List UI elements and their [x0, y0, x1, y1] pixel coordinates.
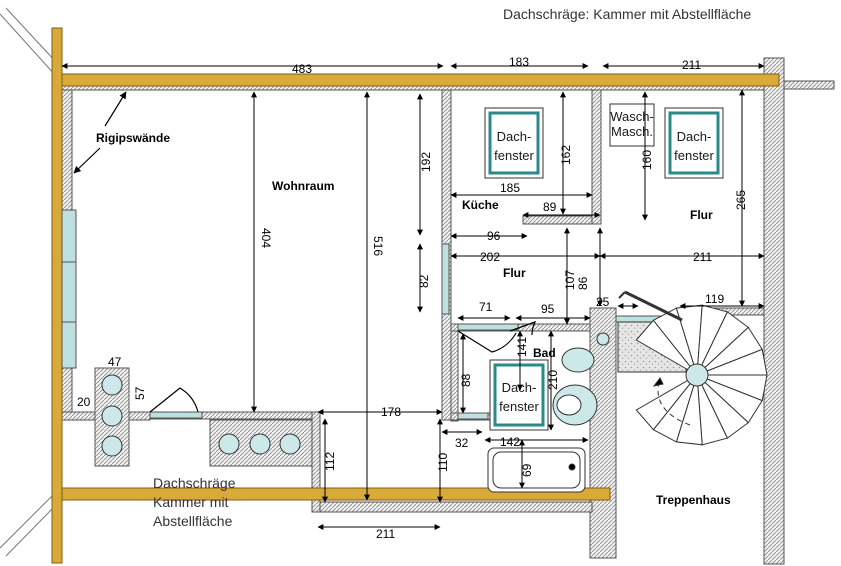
- dim-516: 516: [371, 236, 385, 256]
- dim-483: 483: [292, 62, 312, 76]
- dim-110: 110: [436, 453, 450, 472]
- dim-71: 71: [479, 300, 493, 314]
- washing-machine: Wasch- Masch.: [609, 103, 655, 147]
- bathroom-fixtures: [487, 332, 610, 493]
- skylight-kitchen: Dach- fenster: [484, 107, 544, 179]
- skylight-label-3a: Dach-: [502, 380, 537, 395]
- skylight-label-2a: Dach-: [677, 129, 712, 144]
- room-wohnraum: Wohnraum: [272, 179, 334, 193]
- room-labels: Wohnraum Küche Flur Flur Bad Treppenhaus…: [96, 131, 731, 507]
- dim-82: 82: [417, 274, 431, 288]
- door-swings: [149, 320, 537, 413]
- dim-95: 95: [541, 302, 555, 316]
- diagram-title: Dachschräge: Kammer mit Abstellfläche: [503, 6, 751, 22]
- dim-107: 107: [563, 270, 577, 290]
- dimension-lines: [61, 63, 765, 530]
- skylight-label-3b: fenster: [499, 399, 539, 414]
- label-rigipswaende: Rigipswände: [96, 131, 170, 145]
- kammer-line-3: Abstellfläche: [153, 513, 233, 529]
- windows: [61, 209, 681, 420]
- skylight-label-1a: Dach-: [497, 129, 532, 144]
- dim-25: 25: [596, 295, 610, 309]
- room-flur-right: Flur: [690, 208, 713, 222]
- dim-162: 162: [559, 145, 573, 165]
- kammer-line-1: Dachschräge: [153, 475, 236, 491]
- skylight-flur: Dach- fenster: [664, 107, 724, 179]
- roof-beam-top: [51, 73, 780, 87]
- chimney-bottom: [209, 419, 313, 467]
- dim-404: 404: [259, 228, 273, 248]
- dim-112: 112: [323, 452, 337, 471]
- dim-57: 57: [133, 386, 147, 400]
- dim-183: 183: [509, 55, 529, 69]
- dim-211-mid: 211: [693, 250, 712, 264]
- wasch-label-a: Wasch-: [610, 109, 654, 124]
- dim-96: 96: [487, 229, 501, 243]
- kammer-label: Dachschräge Kammer mit Abstellfläche: [153, 475, 236, 529]
- room-flur-center: Flur: [503, 266, 526, 280]
- dim-20: 20: [77, 395, 91, 409]
- kammer-line-2: Kammer mit: [153, 494, 229, 510]
- dim-88: 88: [459, 373, 473, 387]
- dim-86: 86: [576, 276, 590, 290]
- dim-89: 89: [543, 200, 557, 214]
- dim-192: 192: [419, 152, 433, 172]
- dim-211-bot: 211: [376, 527, 395, 541]
- dim-142: 142: [500, 435, 520, 449]
- dim-69: 69: [520, 463, 534, 477]
- dim-32: 32: [455, 436, 469, 450]
- dim-265: 265: [734, 190, 748, 210]
- roof-beam-left: [51, 27, 63, 564]
- dim-210: 210: [546, 370, 560, 390]
- dim-119: 119: [705, 292, 724, 306]
- dim-47: 47: [108, 355, 122, 369]
- skylight-label-1b: fenster: [494, 148, 534, 163]
- roof-lines: [0, 7, 57, 557]
- dim-178: 178: [381, 405, 401, 419]
- spiral-staircase: [617, 290, 768, 446]
- dim-185: 185: [500, 181, 520, 195]
- room-treppenhaus: Treppenhaus: [656, 493, 731, 507]
- skylight-label-2b: fenster: [674, 148, 714, 163]
- dim-141: 141: [515, 337, 529, 357]
- room-bad: Bad: [533, 346, 556, 360]
- room-kueche: Küche: [462, 198, 499, 212]
- roof-beams: [51, 27, 780, 564]
- wasch-label-b: Masch.: [611, 124, 653, 139]
- rigips-arrows: [73, 91, 127, 174]
- stair-tread: [635, 374, 698, 431]
- dim-160: 160: [640, 150, 654, 170]
- skylight-bad: Dach- fenster: [489, 359, 549, 431]
- dimension-labels: 483 183 211 192 162 160 265 404 516 185 …: [77, 55, 748, 541]
- dim-202: 202: [480, 250, 500, 264]
- chimney-left: [94, 367, 130, 467]
- dim-211-top: 211: [682, 58, 701, 72]
